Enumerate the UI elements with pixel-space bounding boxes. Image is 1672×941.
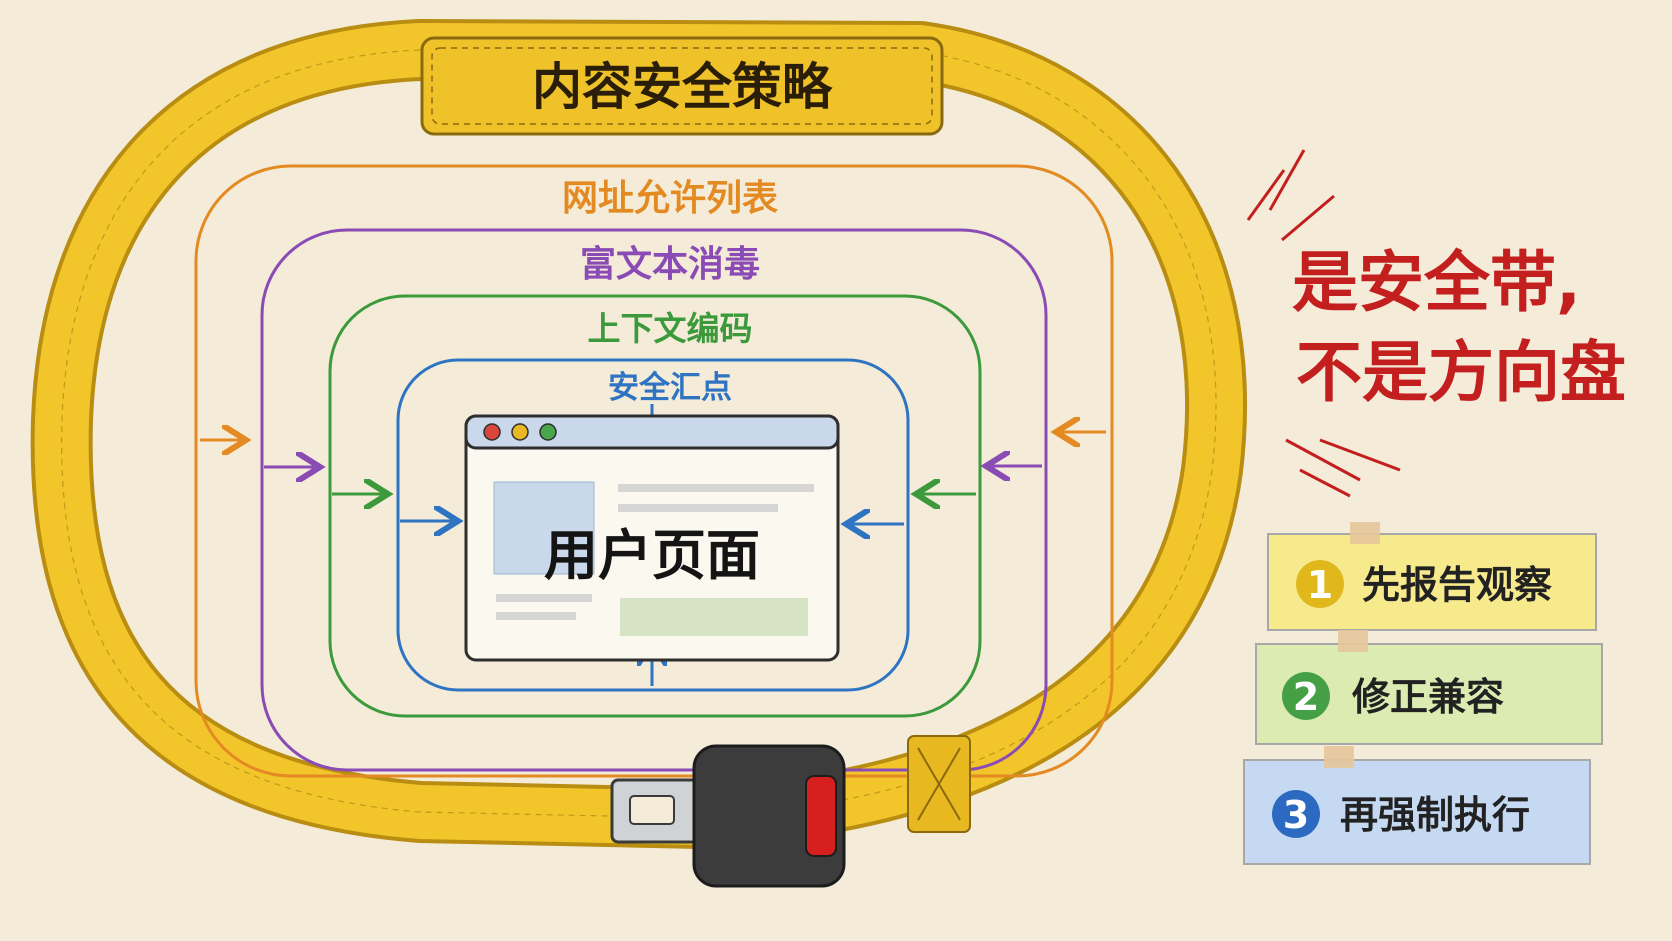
step-card-2: 2 修正兼容 bbox=[1255, 630, 1603, 745]
page-content-block bbox=[620, 598, 808, 636]
layer-url-allowlist: 网址允许列表 bbox=[194, 164, 1114, 778]
step-badge-3 bbox=[1272, 790, 1320, 838]
page-text-line bbox=[618, 484, 814, 492]
step-label-2: 修正兼容 bbox=[1352, 675, 1504, 719]
emphasis-strokes-bottom bbox=[1285, 438, 1401, 498]
tape bbox=[1338, 630, 1368, 652]
page-text-line bbox=[618, 504, 778, 512]
emphasis-strokes-top bbox=[1246, 149, 1335, 242]
slogan: 是安全带, 不是方向盘 bbox=[1246, 149, 1626, 498]
page-text-line bbox=[496, 612, 576, 620]
layer-label-url-allowlist: 网址允许列表 bbox=[562, 178, 778, 219]
buckle-release-button bbox=[805, 775, 837, 857]
tape bbox=[1324, 746, 1354, 768]
layer-label-richtext-sanitize: 富文本消毒 bbox=[580, 243, 760, 285]
step-number-2: 2 bbox=[1293, 675, 1319, 719]
step-number-3: 3 bbox=[1283, 793, 1309, 837]
layer-context-encoding: 上下文编码 bbox=[328, 294, 982, 718]
step-label-1: 先报告观察 bbox=[1362, 563, 1552, 607]
layer-label-safe-sink: 安全汇点 bbox=[608, 370, 732, 406]
browser-label: 用户页面 bbox=[544, 524, 760, 587]
window-maximize-dot bbox=[539, 423, 557, 441]
step-card-3: 3 再强制执行 bbox=[1243, 746, 1591, 865]
page-image-block bbox=[493, 481, 595, 575]
seatbelt-buckle bbox=[610, 735, 971, 888]
window-close-dot bbox=[483, 423, 501, 441]
page-text-line bbox=[496, 594, 592, 602]
step-badge-1 bbox=[1296, 560, 1344, 608]
belt-title-patch: 内容安全策略 bbox=[420, 36, 944, 136]
tape bbox=[1350, 522, 1380, 544]
belt-title: 内容安全策略 bbox=[532, 58, 833, 116]
browser-window: 用户页面 bbox=[464, 414, 840, 662]
step-card-1: 1 先报告观察 bbox=[1267, 522, 1597, 631]
layer-safe-sink: 安全汇点 bbox=[396, 358, 910, 692]
step-number-1: 1 bbox=[1307, 563, 1333, 607]
layer-label-context-encoding: 上下文编码 bbox=[588, 309, 753, 348]
step-label-3: 再强制执行 bbox=[1340, 793, 1530, 837]
layer-richtext-sanitize: 富文本消毒 bbox=[260, 228, 1048, 772]
inward-arrows bbox=[200, 404, 1106, 686]
slogan-line-1: 是安全带, bbox=[1292, 244, 1581, 321]
slogan-line-2: 不是方向盘 bbox=[1296, 334, 1626, 411]
step-badge-2 bbox=[1282, 672, 1330, 720]
window-minimize-dot bbox=[511, 423, 529, 441]
